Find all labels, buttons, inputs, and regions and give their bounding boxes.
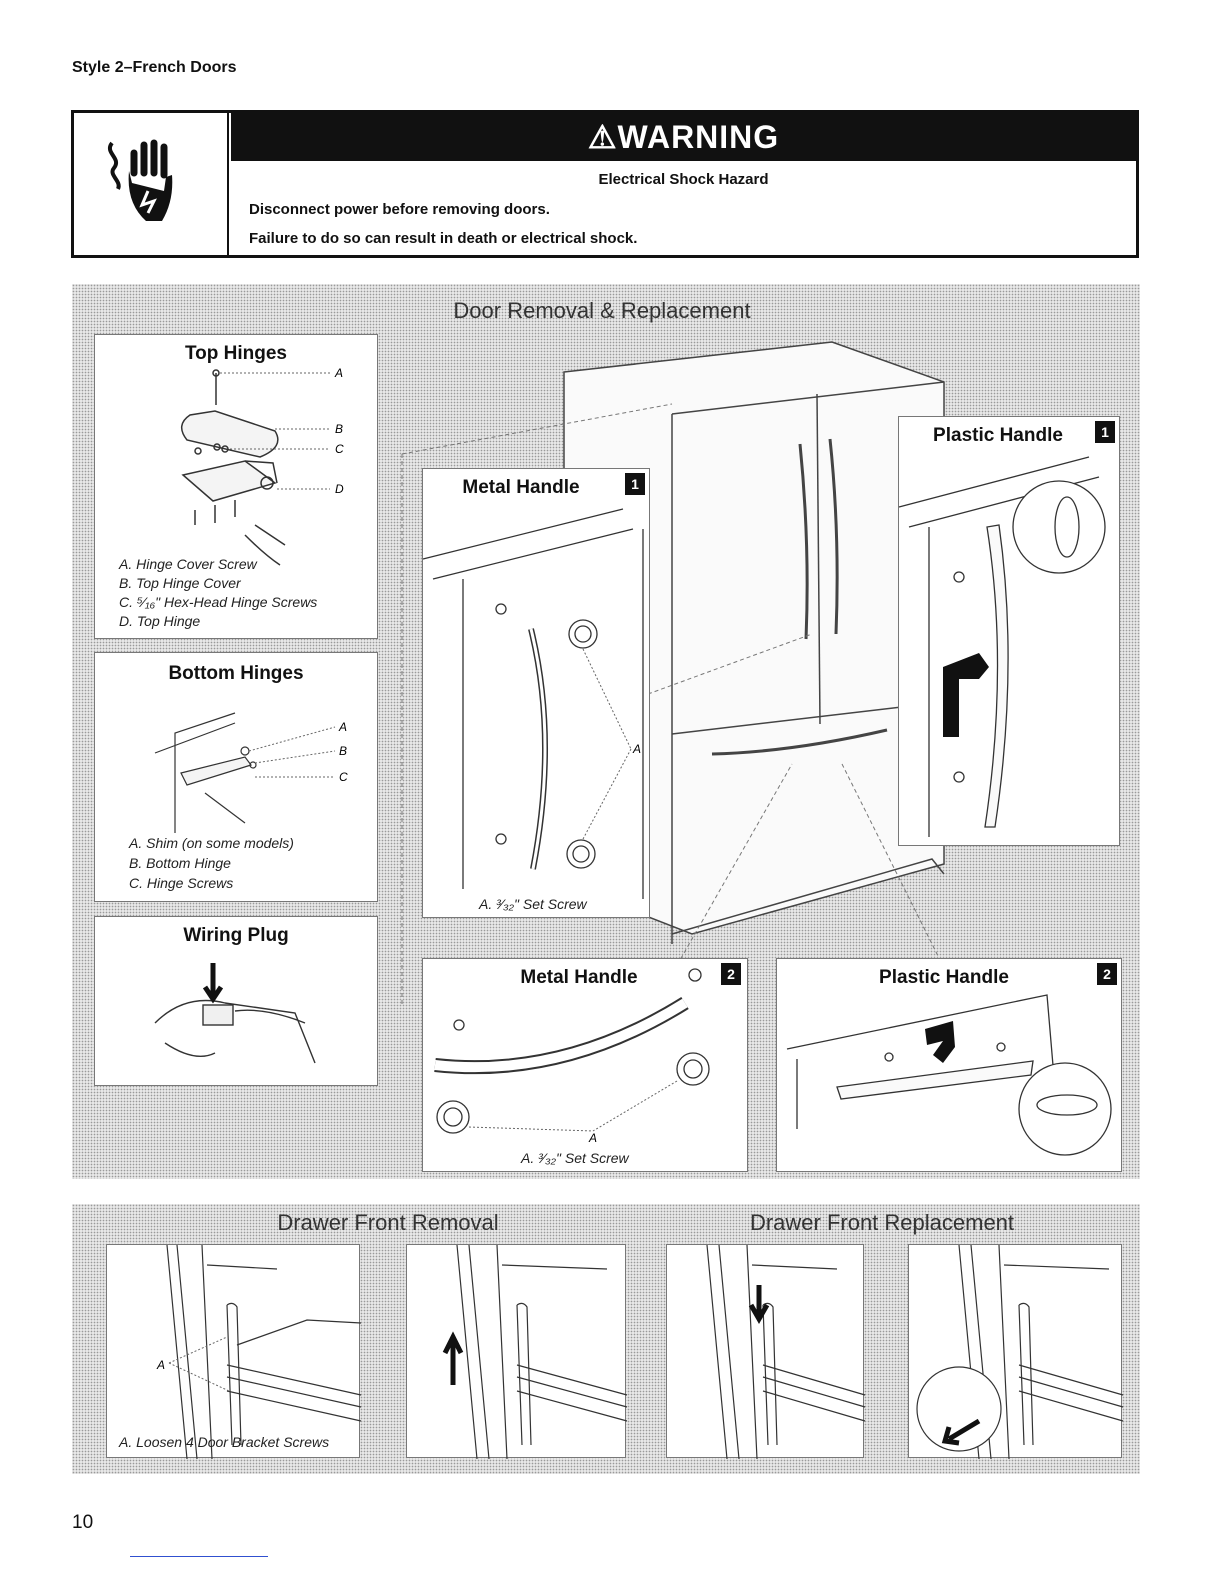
plastic-handle-door-diagram [898, 456, 1106, 837]
wiring-plug-diagram [154, 963, 316, 1064]
metal-handle-1-caption: A. ³⁄₃₂" Set Screw [479, 896, 587, 912]
step-badge-1: 1 [625, 473, 645, 495]
bottom-hinge-diagram: A B C [154, 712, 348, 833]
bottom-hinge-label-b: B [339, 744, 347, 758]
bottom-hinges-panel: Bottom Hinges A B C A. Shim (on some mod… [94, 652, 378, 902]
top-hinges-panel: Top Hinges A B C D A. Hinge Cover Screw [94, 334, 378, 639]
caption-c: C. Hinge Screws [129, 875, 234, 891]
top-hinge-diagram: A B C D [181, 366, 344, 566]
metal-handle-door-diagram: A [422, 508, 644, 899]
bottom-hinges-title: Bottom Hinges [168, 663, 304, 684]
drawer-removal-step-2 [406, 1244, 628, 1460]
drawer-replacement-title: Drawer Front Replacement [749, 1210, 1015, 1235]
caption-b: B. Top Hinge Cover [119, 575, 241, 591]
bottom-hinge-label-a: A [338, 720, 347, 734]
top-hinge-label-b: B [335, 422, 343, 436]
plastic-handle-2-title: Plastic Handle [879, 967, 1009, 988]
top-hinge-label-d: D [335, 482, 344, 496]
drawer-bracket-diagram: A [156, 1244, 362, 1460]
drawer-removal-title: Drawer Front Removal [277, 1210, 499, 1235]
plastic-handle-arrow-icon [943, 653, 989, 737]
caption-c: C. ⁵⁄₁₆" Hex-Head Hinge Screws [119, 594, 318, 610]
top-hinges-title: Top Hinges [184, 343, 288, 364]
drawer-section: Drawer Front Removal Drawer Front Replac… [72, 1204, 1140, 1474]
plastic-handle-2-panel: Plastic Handle 2 [776, 958, 1122, 1172]
metal-handle-2-caption: A. ³⁄₃₂" Set Screw [521, 1150, 629, 1166]
drawer-replacement-step-1 [666, 1244, 866, 1460]
section-title: Style 2–French Doors [72, 59, 237, 76]
bottom-hinge-label-c: C [339, 770, 348, 784]
top-hinge-label-a: A [334, 366, 343, 380]
warning-line-1: Disconnect power before removing doors. [249, 201, 550, 218]
warning-heading-text: WARNING [617, 119, 780, 155]
metal-handle-1-label-a: A [632, 742, 641, 756]
metal-handle-2-title: Metal Handle [520, 967, 638, 988]
caption-a: A. Hinge Cover Screw [119, 556, 257, 572]
plastic-handle-1-panel: Plastic Handle 1 [898, 416, 1120, 846]
wiring-plug-panel: Wiring Plug [94, 916, 378, 1086]
drawer-removal-step-1: A A. Loosen 4 Door Bracket Screws [106, 1244, 362, 1460]
step-badge-2: 2 [1097, 963, 1117, 985]
metal-handle-2-label-a: A [588, 1131, 597, 1145]
bottom-hinges-captions: A. Shim (on some models) B. Bottom Hinge… [129, 833, 294, 893]
step-badge-2: 2 [721, 963, 741, 985]
diagonal-arrow-icon [941, 1418, 981, 1446]
top-hinge-label-c: C [335, 442, 344, 456]
warning-box: ⚠WARNING Electrical Shock Hazard Disconn… [71, 110, 1139, 258]
plastic-handle-drawer-diagram [786, 994, 1112, 1156]
top-hinges-captions: A. Hinge Cover Screw B. Top Hinge Cover … [119, 555, 317, 631]
door-removal-title: Door Removal & Replacement [453, 298, 751, 323]
electrical-shock-icon [74, 113, 229, 255]
drawer-label-a: A [156, 1358, 165, 1372]
caption-d: D. Top Hinge [119, 613, 201, 629]
refrigerator-illustration [401, 341, 953, 1045]
metal-handle-drawer-diagram: A [434, 968, 710, 1145]
page-number: 10 [72, 1512, 94, 1533]
plastic-handle-1-title: Plastic Handle [933, 425, 1063, 446]
plastic-handle-drawer-arrow-icon [925, 1021, 955, 1063]
metal-handle-1-panel: Metal Handle 1 A A. ³⁄₃₂" Set Screw [422, 468, 650, 918]
metal-handle-2-panel: Metal Handle 2 A A. ³⁄₃₂" Set Screw [422, 958, 748, 1172]
warning-heading: ⚠WARNING [231, 113, 1136, 161]
step-badge-1: 1 [1095, 421, 1115, 443]
door-removal-section: Door Removal & Replacement Top Hinges [72, 284, 1140, 1179]
down-arrow-icon [202, 963, 224, 1004]
down-arrow-icon [748, 1285, 770, 1325]
warning-line-2: Failure to do so can result in death or … [249, 230, 638, 247]
drawer-lower-diagram [706, 1244, 866, 1460]
metal-handle-1-title: Metal Handle [462, 477, 580, 498]
caption-b: B. Bottom Hinge [129, 855, 231, 871]
warning-triangle-icon: ⚠ [587, 119, 618, 155]
drawer-lift-diagram [442, 1244, 628, 1460]
drawer-tighten-diagram [916, 1244, 1124, 1460]
drawer-caption: A. Loosen 4 Door Bracket Screws [119, 1434, 330, 1450]
caption-a: A. Shim (on some models) [129, 835, 294, 851]
drawer-replacement-step-2 [908, 1244, 1124, 1460]
warning-subtitle: Electrical Shock Hazard [598, 171, 769, 188]
up-arrow-icon [442, 1331, 464, 1385]
footer-link-underline [130, 1556, 268, 1557]
wiring-plug-title: Wiring Plug [183, 925, 289, 946]
